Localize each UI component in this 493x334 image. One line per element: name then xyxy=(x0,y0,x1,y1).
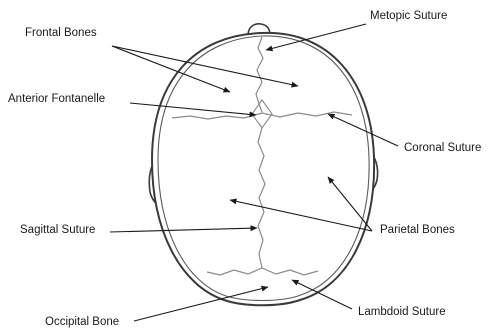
label-coronal-suture: Coronal Suture xyxy=(404,143,481,155)
label-frontal-bones: Frontal Bones xyxy=(25,28,97,40)
label-sagittal-suture: Sagittal Suture xyxy=(20,225,95,237)
label-anterior-fontanelle: Anterior Fontanelle xyxy=(8,94,105,106)
label-lambdoid-suture: Lambdoid Suture xyxy=(358,307,446,319)
label-parietal-bones: Parietal Bones xyxy=(380,225,455,237)
label-occipital-bone: Occipital Bone xyxy=(45,317,119,329)
label-metopic-suture: Metopic Suture xyxy=(370,11,447,23)
